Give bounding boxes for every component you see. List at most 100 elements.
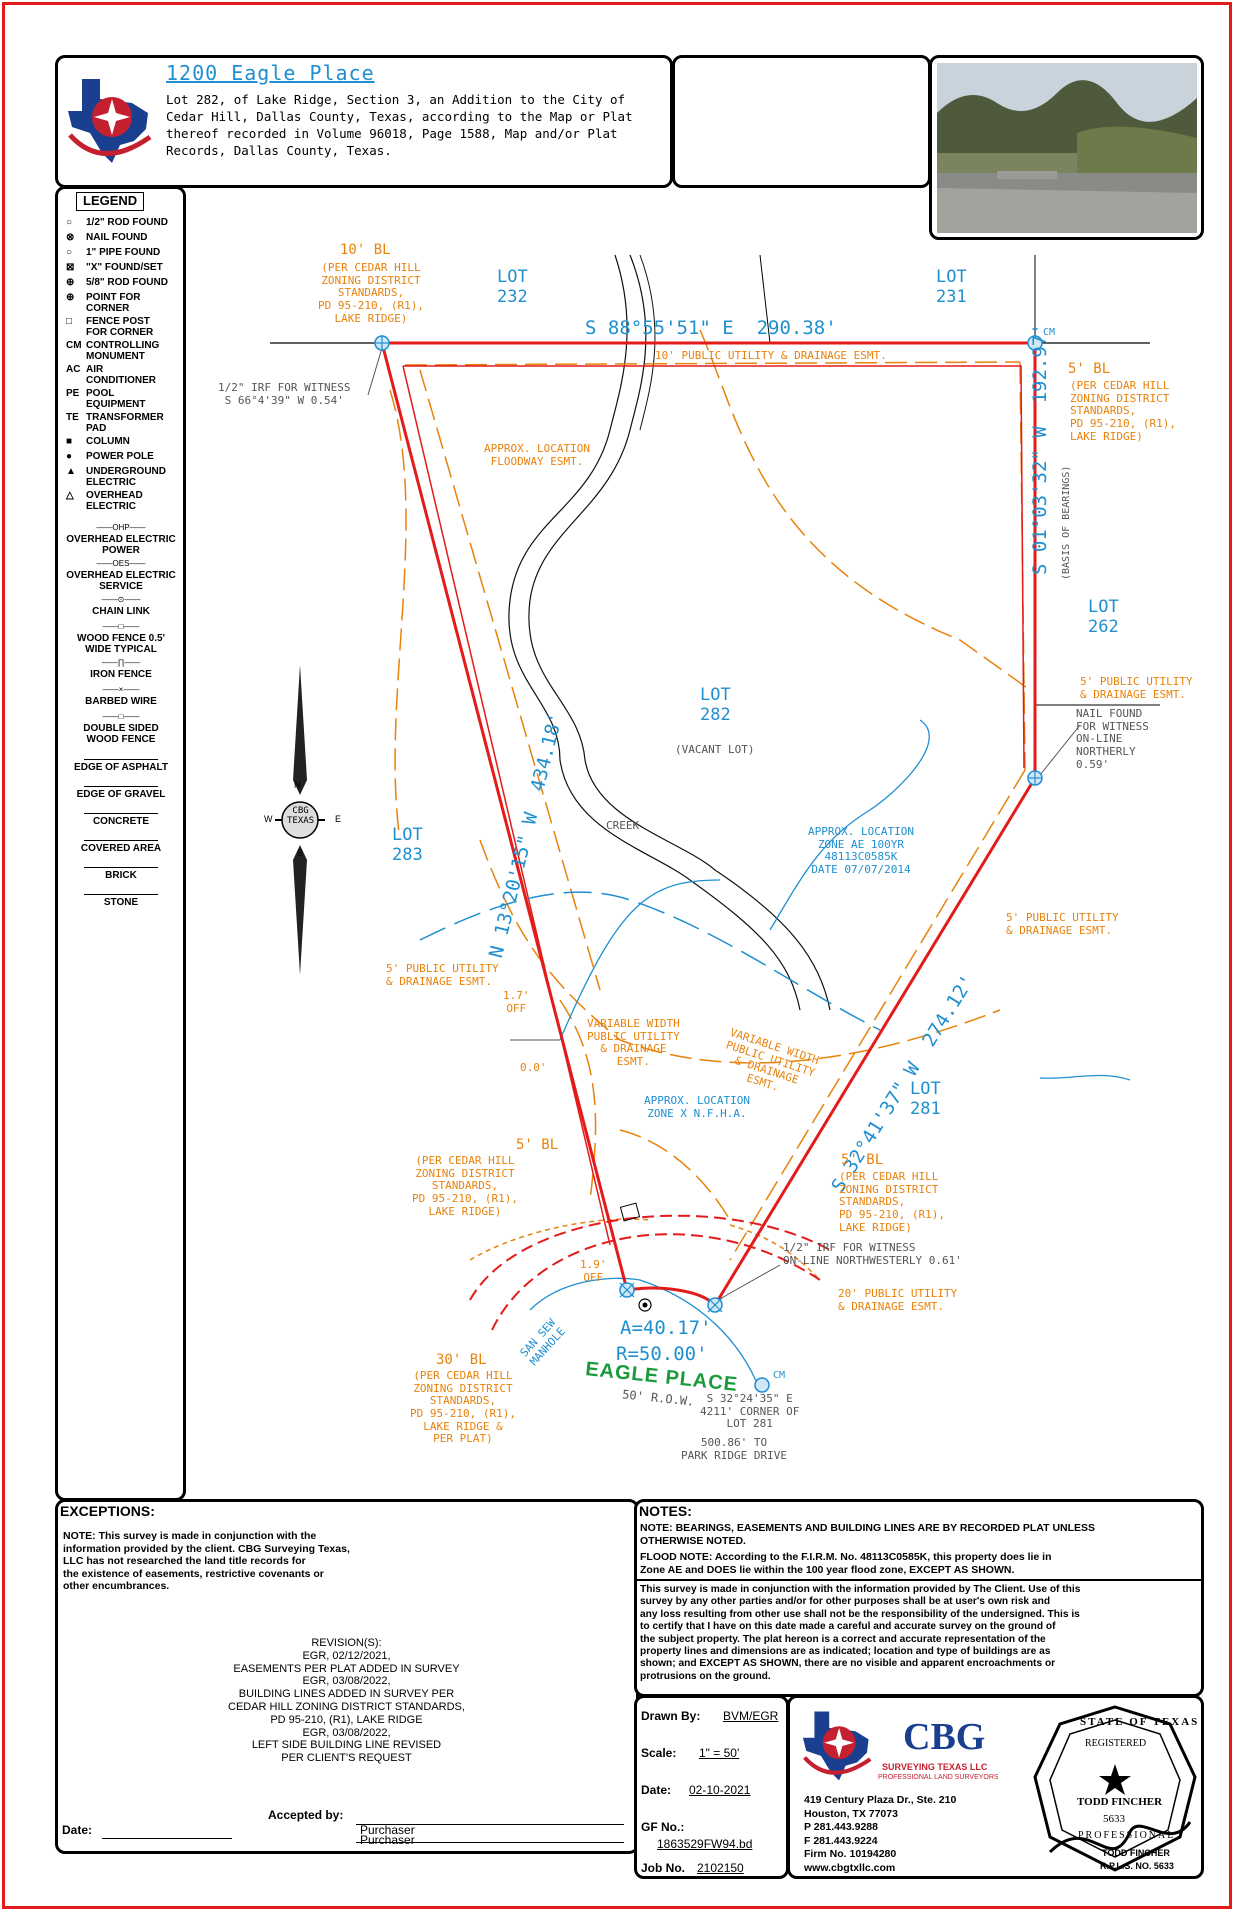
legend-line-label: OVERHEAD ELECTRIC SERVICE [66, 570, 176, 592]
date-value-label: Date: [641, 1783, 672, 1797]
vacant-lot-label: (VACANT LOT) [675, 743, 755, 756]
legend-item: ○1" PIPE FOUND [66, 247, 160, 258]
company-box: CBG SURVEYING TEXAS LLC PROFESSIONAL LAN… [787, 1695, 1204, 1879]
legend-line-item: ——□—— WOOD FENCE 0.5' WIDE TYPICAL [62, 622, 180, 655]
pude-10-label: 10' PUBLIC UTILITY & DRAINAGE ESMT. [655, 349, 887, 362]
site-photo-box [929, 55, 1204, 240]
off-1-9-label: 1.9' OFF [580, 1258, 607, 1284]
legend-item-label: AIR CONDITIONER [86, 364, 156, 386]
legend-line-item: EDGE OF GRAVEL [62, 776, 180, 800]
bl-5-south-label: 5' BL [841, 1152, 884, 1168]
legend-item-label: POWER POLE [86, 451, 154, 462]
certification-text: This survey is made in conjunction with … [640, 1584, 1081, 1682]
legend-line-symbol [84, 884, 158, 895]
north-line-bearing: S 88°55'51" E 290.38' [585, 317, 837, 339]
legend-symbol: □ [66, 316, 73, 327]
legend-item: TE TRANSFORMER PAD [66, 412, 164, 434]
bl-5-west-label: 5' BL [516, 1137, 559, 1153]
title-block-box: Drawn By: BVM/EGR Scale: 1" = 50' Date: … [634, 1695, 789, 1879]
legend-line-item: BRICK [62, 857, 180, 881]
legend-line-symbol: ——□—— [102, 622, 140, 631]
legend-item-label: "X" FOUND/SET [86, 262, 163, 273]
legend-item-label: COLUMN [86, 436, 130, 447]
basis-of-bearings: (BASIS OF BEARINGS) [1061, 465, 1072, 580]
legend-line-item: ——□——DOUBLE SIDED WOOD FENCE [62, 712, 180, 745]
seal-registered: REGISTERED [1085, 1738, 1147, 1749]
lot-282-label: LOT 282 [700, 685, 731, 725]
purchaser-2-label: Purchaser [360, 1833, 415, 1847]
lot-281-label: LOT 281 [910, 1079, 941, 1119]
legend-item: ⊠ "X" FOUND/SET [66, 262, 163, 273]
legend-line-label: OVERHEAD ELECTRIC POWER [66, 534, 176, 556]
lot-262-label: LOT 262 [1088, 597, 1119, 637]
legend-line-item: ——∏——IRON FENCE [62, 658, 180, 680]
legend-item-label: 5/8" ROD FOUND [86, 277, 168, 288]
legend-line-label: IRON FENCE [90, 669, 152, 680]
legend-item: ⊕ 5/8" ROD FOUND [66, 277, 168, 288]
bl-30-label: 30' BL [436, 1352, 487, 1368]
legend-symbol: TE [66, 412, 79, 423]
legend-symbol: ● [66, 451, 73, 462]
legend-item-label: FENCE POST FOR CORNER [86, 316, 154, 338]
accepted-by-line [356, 1824, 624, 1825]
legend-line-label: EDGE OF GRAVEL [76, 789, 166, 800]
date-line [102, 1838, 232, 1839]
legend-item-label: 1/2" ROD FOUND [86, 217, 168, 228]
legend-item-label: TRANSFORMER PAD [86, 412, 164, 434]
legend-line-label: CHAIN LINK [92, 606, 150, 617]
legend-item: CM CONTROLLING MONUMENT [66, 340, 159, 362]
legend-item: △ OVERHEAD ELECTRIC [66, 490, 143, 512]
job-no-label: Job No. [641, 1861, 685, 1875]
gf-no-label: GF No.: [641, 1820, 685, 1834]
drawn-by-label: Drawn By: [641, 1709, 701, 1723]
exceptions-note: NOTE: This survey is made in conjunction… [63, 1530, 350, 1592]
legend-symbol: ⊗ [66, 232, 75, 243]
company-tagline: PROFESSIONAL LAND SURVEYORS [878, 1774, 999, 1781]
legend-line-item: COVERED AREA [62, 830, 180, 854]
bl-5-west-note: (PER CEDAR HILL ZONING DISTRICT STANDARD… [412, 1154, 518, 1218]
purchaser-line [356, 1842, 624, 1843]
revisions: REVISION(S): EGR, 02/12/2021, EASEMENTS … [228, 1637, 465, 1765]
site-photo [937, 63, 1197, 233]
accepted-by-label: Accepted by: [268, 1808, 344, 1822]
legend-item-label: POINT FOR CORNER [86, 292, 141, 314]
legend-symbol: ⊕ [66, 277, 75, 288]
seal-name: TODD FINCHER [1077, 1796, 1163, 1808]
compass-s: S [297, 848, 304, 858]
legend-item: ▲UNDERGROUND ELECTRIC [66, 466, 166, 488]
east-line-bearing: S 01°03'32" W 192.97' [1029, 323, 1051, 575]
cbg-texas-logo [68, 79, 152, 163]
cbg-logo-mark [802, 1711, 872, 1781]
legend-symbol: △ [66, 490, 74, 501]
zone-x-label: APPROX. LOCATION ZONE X N.F.H.A. [644, 1094, 750, 1120]
notes-bearings: NOTE: BEARINGS, EASEMENTS AND BUILDING L… [640, 1522, 1096, 1547]
pude-5-southeast-label: 5' PUBLIC UTILITY & DRAINAGE ESMT. [1006, 911, 1119, 937]
legend-line-symbol: ——OES—— [96, 559, 146, 568]
legend-symbol: PE [66, 388, 80, 399]
floodway-label: APPROX. LOCATION FLOODWAY ESMT. [484, 442, 590, 468]
header-title-box: 1200 Eagle Place Lot 282, of Lake Ridge,… [55, 55, 673, 188]
legend-symbol: CM [66, 340, 82, 351]
legend-line-label: WOOD FENCE 0.5' WIDE TYPICAL [77, 633, 165, 655]
legend-line-item: CONCRETE [62, 803, 180, 827]
legend-item: □ FENCE POST FOR CORNER [66, 316, 153, 338]
pude-5-east-label: 5' PUBLIC UTILITY & DRAINAGE ESMT. [1080, 675, 1193, 701]
signature-name: TODD FINCHER [1102, 1848, 1170, 1858]
legend-line-symbol: ——□—— [102, 712, 140, 721]
rpls-seal [1033, 1705, 1197, 1872]
legend-line-item: ——×——BARBED WIRE [62, 685, 180, 707]
arc-radius-label: R=50.00' [616, 1343, 708, 1365]
zone-ae-label: APPROX. LOCATION ZONE AE 100YR 48113C058… [808, 825, 914, 876]
legend-item-label: OVERHEAD ELECTRIC [86, 490, 143, 512]
legend-line-label: STONE [103, 897, 139, 908]
legend-item: ■COLUMN [66, 436, 130, 447]
property-address-title: 1200 Eagle Place [166, 61, 375, 85]
legend-line-symbol: ——⊙—— [101, 595, 141, 604]
bl-10-note: (PER CEDAR HILL ZONING DISTRICT STANDARD… [318, 261, 424, 325]
bl-5-east-label: 5' BL [1068, 361, 1111, 377]
legend-symbol: ⊠ [66, 262, 75, 273]
legend-item-label: CONTROLLING MONUMENT [86, 340, 160, 362]
legend-symbol: ○ [66, 217, 73, 228]
